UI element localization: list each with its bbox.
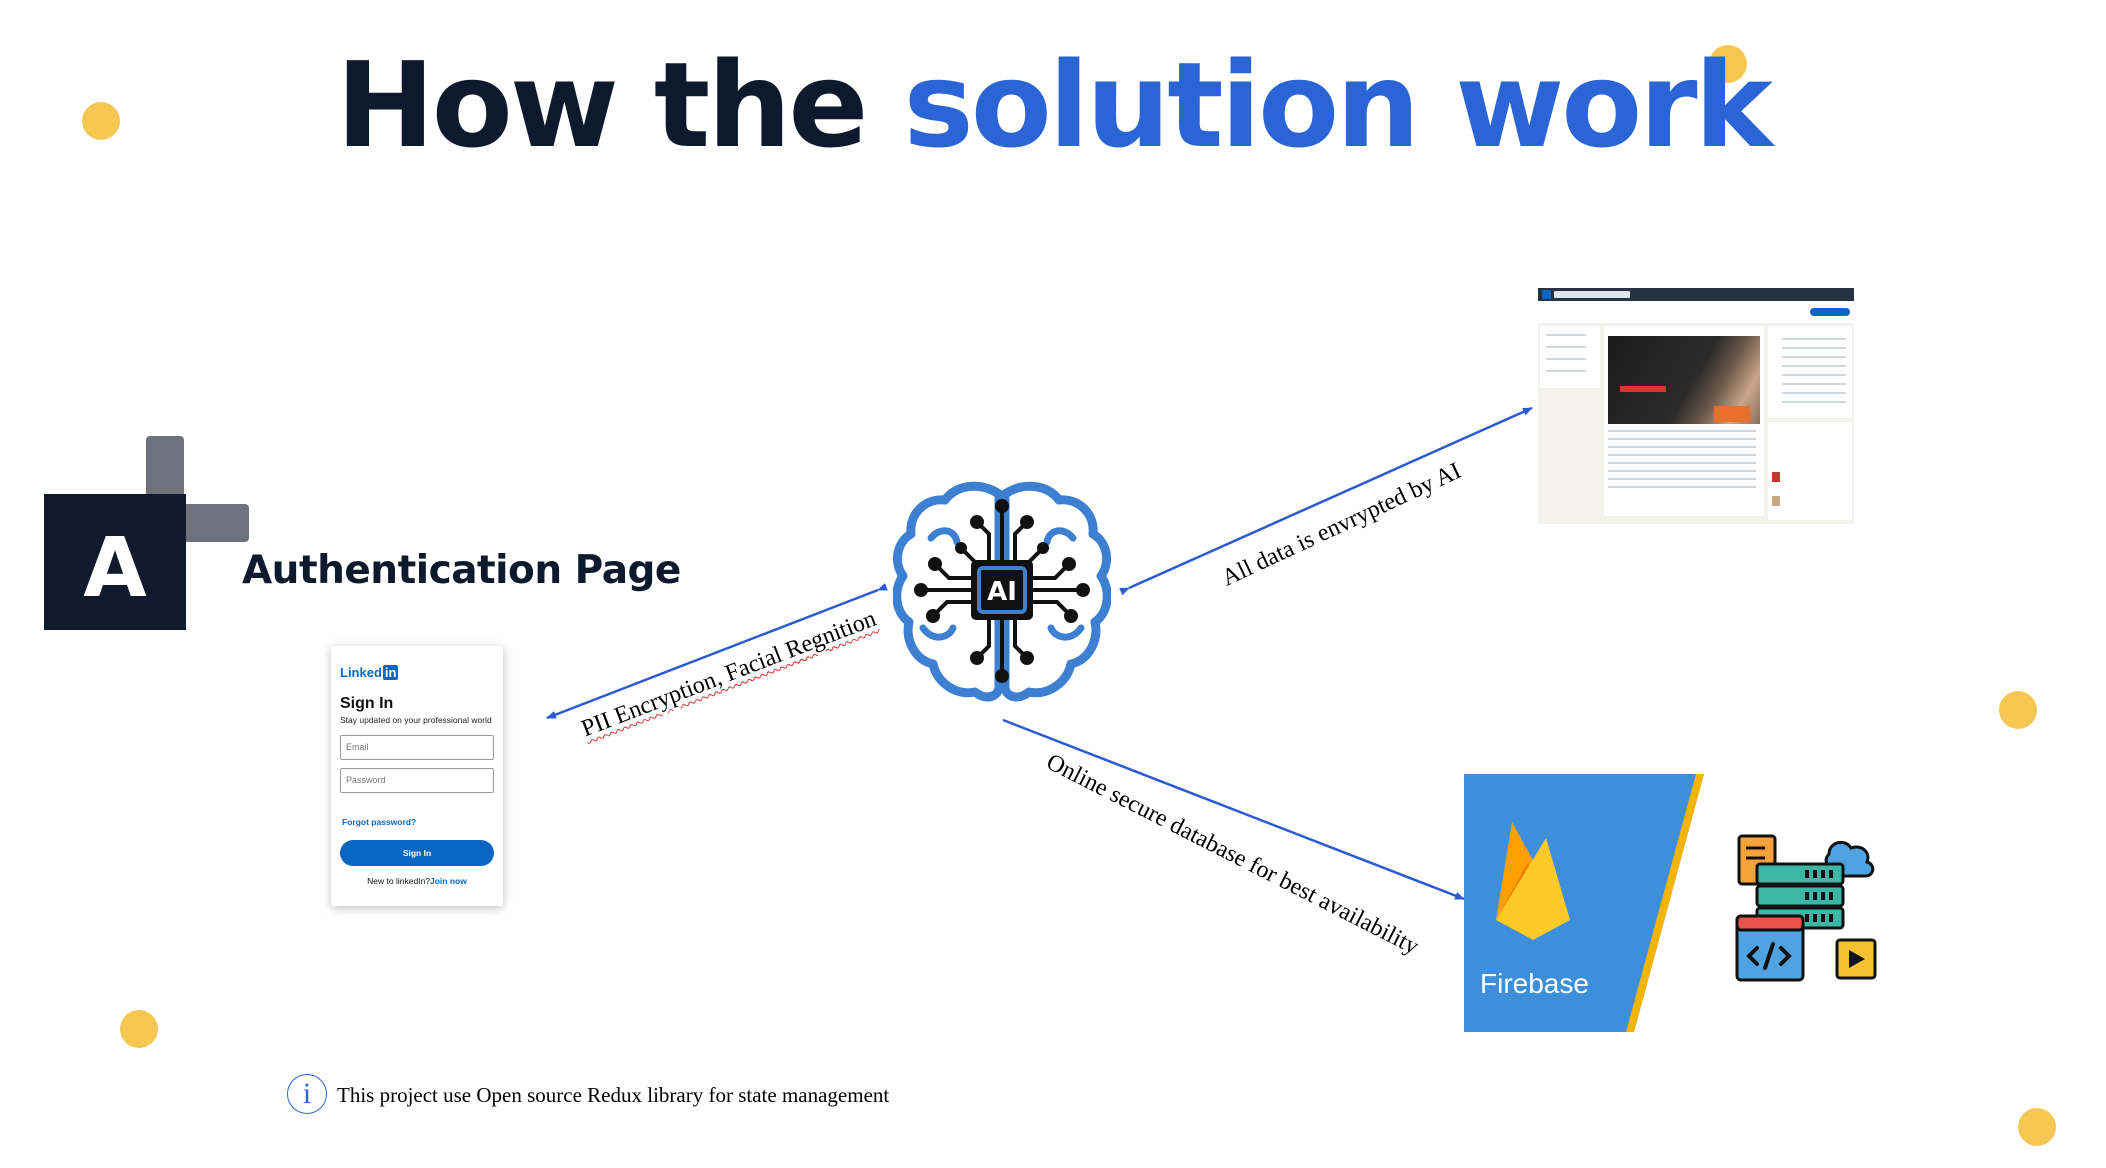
decor-dot [82,102,120,140]
info-icon: i [287,1074,327,1114]
title-highlight: solution work [903,36,1773,174]
join-prompt-text: New to linkedIn? [367,876,430,886]
decor-dot [1999,691,2037,729]
login-title: Sign In [340,695,394,712]
linkedin-logo-badge: in [382,665,399,680]
linkedin-logo-text: Linked [340,665,382,680]
join-prompt: New to linkedIn?Join now [331,876,503,886]
sign-in-button[interactable]: Sign In [340,840,494,866]
server-database-icon [1735,834,1877,982]
forgot-password-link[interactable]: Forgot password? [342,817,417,827]
login-subtitle: Stay updated on your professional world [340,715,492,725]
ai-brain-icon: AI [893,481,1111,702]
arrow-line-left [546,583,888,720]
email-field[interactable]: Email [340,735,494,760]
li-thumb-tan [1772,496,1780,506]
decor-dot [120,1010,158,1048]
arrow-line-down [1002,718,1465,901]
li-feed-lines [1608,430,1756,490]
password-field[interactable]: Password [340,768,494,793]
firebase-logo-panel [1464,774,1704,1032]
li-right-panel-2 [1768,422,1852,520]
li-follow-button [1810,308,1850,316]
join-now-link[interactable]: Join now [430,876,467,886]
footer-note: This project use Open source Redux libra… [337,1083,890,1107]
li-right-lines [1782,338,1846,408]
authentication-logo-icon: A [44,436,249,630]
decor-dot [2018,1108,2056,1146]
ai-chip-label: AI [987,577,1017,607]
page-title: How the solution work [0,36,2106,174]
linkedin-page-screenshot [1538,288,1854,524]
li-header [1538,301,1854,323]
li-feed-red-bar [1620,386,1666,392]
li-search-bar [1554,291,1630,298]
li-feed-orange-bar [1714,406,1750,422]
auth-logo-letter: A [83,521,147,616]
title-dark: How the [336,36,868,174]
li-thumb-red [1772,472,1780,482]
arrow-line-right [1119,406,1533,596]
firebase-label: Firebase [1480,968,1589,999]
li-logo-icon [1542,290,1551,299]
li-nav-lines [1546,334,1586,382]
decor-dot [1709,45,1747,83]
